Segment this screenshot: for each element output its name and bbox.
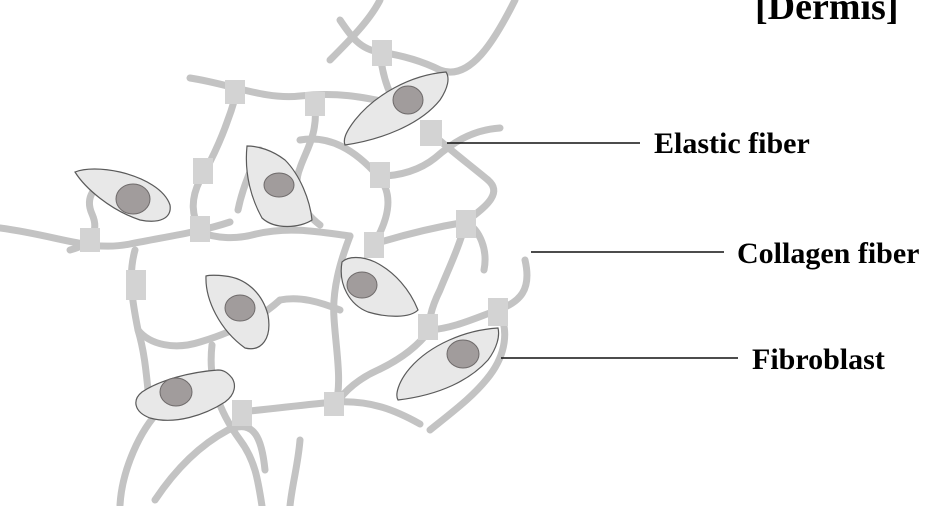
fibroblast-label: Fibroblast [752,345,885,375]
crosslink-node [126,270,146,300]
crosslink-node [225,80,245,104]
crosslink-node [305,92,325,116]
collagen-fiber-label: Collagen fiber [737,239,919,269]
fiber-strand [290,440,300,506]
nucleus [160,378,192,406]
fiber-strand [190,78,400,105]
crosslink-node [370,162,390,188]
crosslink-node [456,210,476,238]
crosslink-node [372,40,392,66]
fiber-strand [340,0,515,72]
fiber-strand [200,230,350,238]
diagram-title: [Dermis] [755,0,898,26]
crosslink-node [418,314,438,340]
crosslink-node [232,400,252,426]
fibroblast-cell [341,258,418,317]
nucleus [347,272,377,298]
nucleus [225,295,255,321]
fiber-strand [429,222,466,330]
nucleus [393,86,423,114]
elastic-fiber-label: Elastic fiber [654,129,810,159]
crosslink-node [324,392,344,416]
crosslink-node [488,298,508,326]
crosslink-node [190,216,210,242]
crosslink-node [80,228,100,252]
fiber-strand [120,410,160,505]
nucleus [447,340,479,368]
crosslink-node [364,232,384,258]
fibroblast-cell [397,328,499,400]
fiber-strand [155,427,265,500]
nucleus [264,173,294,197]
crosslink-node [193,158,213,184]
fibroblast-cell [136,370,235,420]
crosslink-node [420,120,442,146]
nucleus [116,184,150,214]
